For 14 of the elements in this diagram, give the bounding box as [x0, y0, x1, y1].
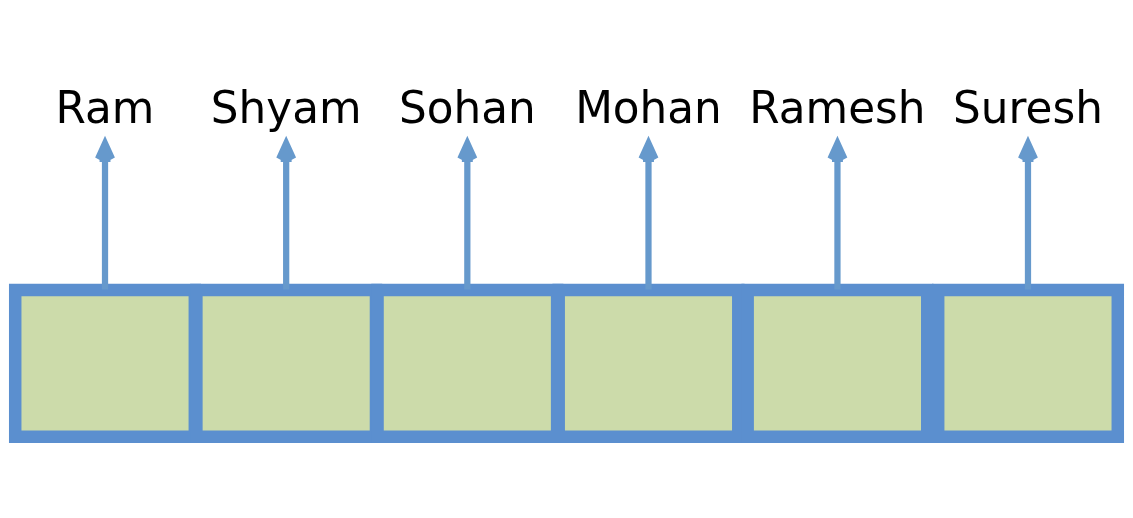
node-text: Ramesh: [749, 81, 926, 133]
node-text: Shyam: [210, 81, 362, 133]
node-box: [741, 283, 934, 443]
arrow: [276, 139, 297, 290]
arrow: [638, 139, 659, 290]
arrow: [457, 139, 478, 290]
arrow: [827, 139, 848, 290]
node-box: [931, 283, 1125, 443]
node-text: Mohan: [575, 81, 722, 133]
arrow: [1017, 139, 1039, 290]
node-text: Suresh: [953, 81, 1103, 133]
node-text: Sohan: [398, 81, 536, 133]
arrow: [94, 139, 116, 290]
node-text: Ram: [55, 81, 155, 133]
